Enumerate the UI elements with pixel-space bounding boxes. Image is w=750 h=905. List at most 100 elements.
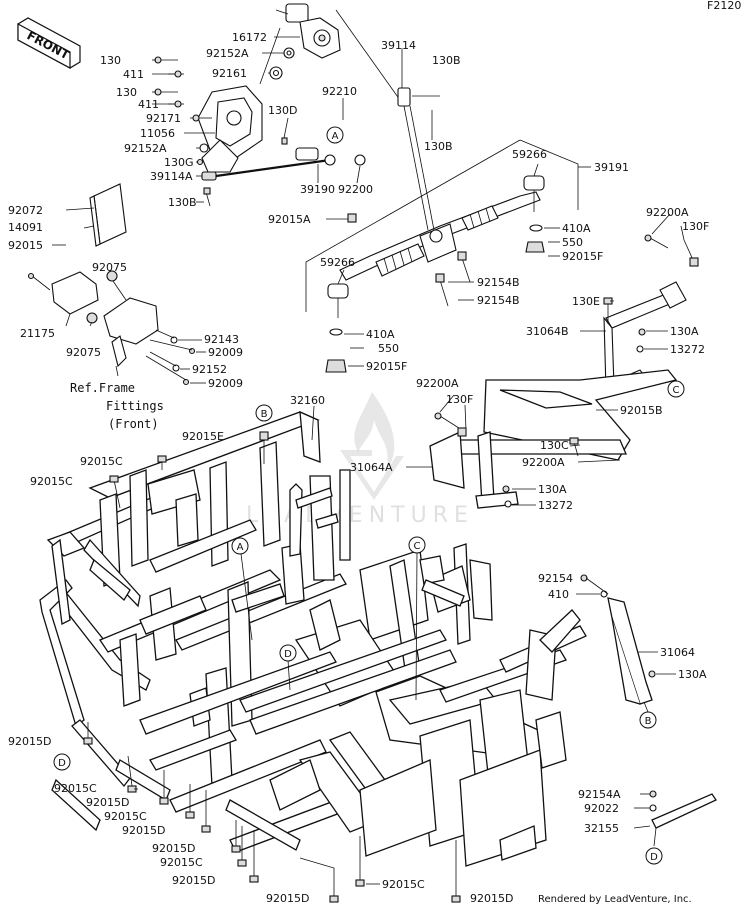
label-92015e: 92015E: [182, 430, 224, 443]
label-39191: 39191: [594, 161, 629, 174]
watermark-text: LEADVENTURE: [246, 503, 474, 528]
label-92152a-top: 92152A: [206, 47, 249, 60]
label-31064b: 31064B: [526, 325, 569, 338]
label-92210: 92210: [322, 85, 357, 98]
ref-note-line1: Ref.Frame: [70, 381, 135, 395]
label-92200a-m2: 92200A: [522, 456, 565, 469]
callout-D-frame: D: [279, 644, 297, 662]
label-92015d-3: 92015D: [122, 824, 165, 837]
label-92154a: 92154A: [578, 788, 621, 801]
relay-21175: [27, 271, 99, 327]
front-arrow-icon: FRONT: [17, 17, 81, 70]
rack-boot-right: [461, 205, 499, 231]
label-92200a-m: 92200A: [416, 377, 459, 390]
control-unit-14091: [65, 183, 127, 247]
ref-frame-note: Ref.Frame Fittings (Front): [70, 381, 164, 431]
svg-text:B: B: [261, 409, 268, 420]
bracket-bolts: [154, 56, 217, 207]
label-92152: 92152: [192, 363, 227, 376]
callout-A-frame: A: [231, 537, 249, 555]
label-32155: 32155: [584, 822, 619, 835]
label-411-b: 411: [138, 98, 159, 111]
label-92171: 92171: [146, 112, 181, 125]
label-130f-m: 130F: [446, 393, 473, 406]
label-59266-r: 59266: [512, 148, 547, 161]
main-frame: [39, 410, 587, 867]
leader-lines-top: [152, 9, 401, 203]
label-411-a: 411: [123, 68, 144, 81]
label-39114: 39114: [381, 39, 416, 52]
label-92143: 92143: [204, 333, 239, 346]
label-130f-r: 130F: [682, 220, 709, 233]
label-31064a: 31064A: [350, 461, 393, 474]
label-92015c-5: 92015C: [160, 856, 203, 869]
label-92154b-1: 92154B: [477, 276, 520, 289]
callout-A-top: A: [326, 126, 344, 144]
label-31064: 31064: [660, 646, 695, 659]
svg-text:A: A: [237, 542, 244, 553]
label-92015c-4: 92015C: [104, 810, 147, 823]
label-130b-r2: 130B: [424, 140, 453, 153]
label-92015d-6: 92015D: [266, 892, 309, 905]
label-92154: 92154: [538, 572, 573, 585]
label-92015c-2: 92015C: [30, 475, 73, 488]
right-leaders: [406, 213, 685, 506]
label-59266-l: 59266: [320, 256, 355, 269]
label-92015f-l: 92015F: [366, 360, 407, 373]
label-92075-a: 92075: [92, 261, 127, 274]
label-130g: 130G: [164, 156, 194, 169]
skid-plate-32155: [633, 790, 717, 847]
frame-leaders: [83, 405, 461, 903]
label-410a-r: 410A: [562, 222, 591, 235]
label-16172: 16172: [232, 31, 267, 44]
callout-B-right: B: [639, 711, 657, 729]
label-550-r: 550: [562, 236, 583, 249]
steering-rack: [325, 87, 545, 373]
relay-bracket: [86, 270, 196, 386]
callout-C-frame: C: [408, 536, 426, 554]
label-11056: 11056: [140, 127, 175, 140]
rack-boot-left: [375, 243, 425, 277]
label-130c: 130C: [540, 439, 569, 452]
label-39190: 39190: [300, 183, 335, 196]
mount-bracket: [197, 85, 263, 173]
svg-text:B: B: [645, 716, 652, 727]
crossmember-center: [429, 369, 678, 509]
svg-text:C: C: [673, 385, 680, 396]
label-130e: 130E: [572, 295, 600, 308]
label-130a-2: 130A: [538, 483, 567, 496]
label-92022: 92022: [584, 802, 619, 815]
callout-C-right: C: [667, 380, 685, 398]
label-92015b: 92015B: [620, 404, 663, 417]
label-92200a-r: 92200A: [646, 206, 689, 219]
svg-text:C: C: [414, 541, 421, 552]
label-92015d-7: 92015D: [470, 892, 513, 905]
ecu-leaders: [52, 244, 206, 384]
label-410a-l: 410A: [366, 328, 395, 341]
label-92015f-r: 92015F: [562, 250, 603, 263]
label-92154b-2: 92154B: [477, 294, 520, 307]
label-92075-b: 92075: [66, 346, 101, 359]
label-92015d-4: 92015D: [152, 842, 195, 855]
label-92072: 92072: [8, 204, 43, 217]
label-410: 410: [548, 588, 569, 601]
svg-text:D: D: [284, 649, 292, 660]
callout-B-frame: B: [255, 404, 273, 422]
label-130a-1: 130A: [670, 325, 699, 338]
label-130b-left: 130B: [168, 196, 197, 209]
svg-text:D: D: [58, 758, 66, 769]
label-92200: 92200: [338, 183, 373, 196]
label-14091: 14091: [8, 221, 43, 234]
label-13272-1: 13272: [670, 343, 705, 356]
label-92152a-mid: 92152A: [124, 142, 167, 155]
label-13272-2: 13272: [538, 499, 573, 512]
label-92009-a: 92009: [208, 346, 243, 359]
steering-gearbox: [269, 3, 341, 80]
label-92015: 92015: [8, 239, 43, 252]
label-92015d-2: 92015D: [86, 796, 129, 809]
ref-note-line3: (Front): [108, 417, 159, 431]
ref-note-line2: Fittings: [106, 399, 164, 413]
label-92009-b: 92009: [208, 377, 243, 390]
label-21175: 21175: [20, 327, 55, 340]
